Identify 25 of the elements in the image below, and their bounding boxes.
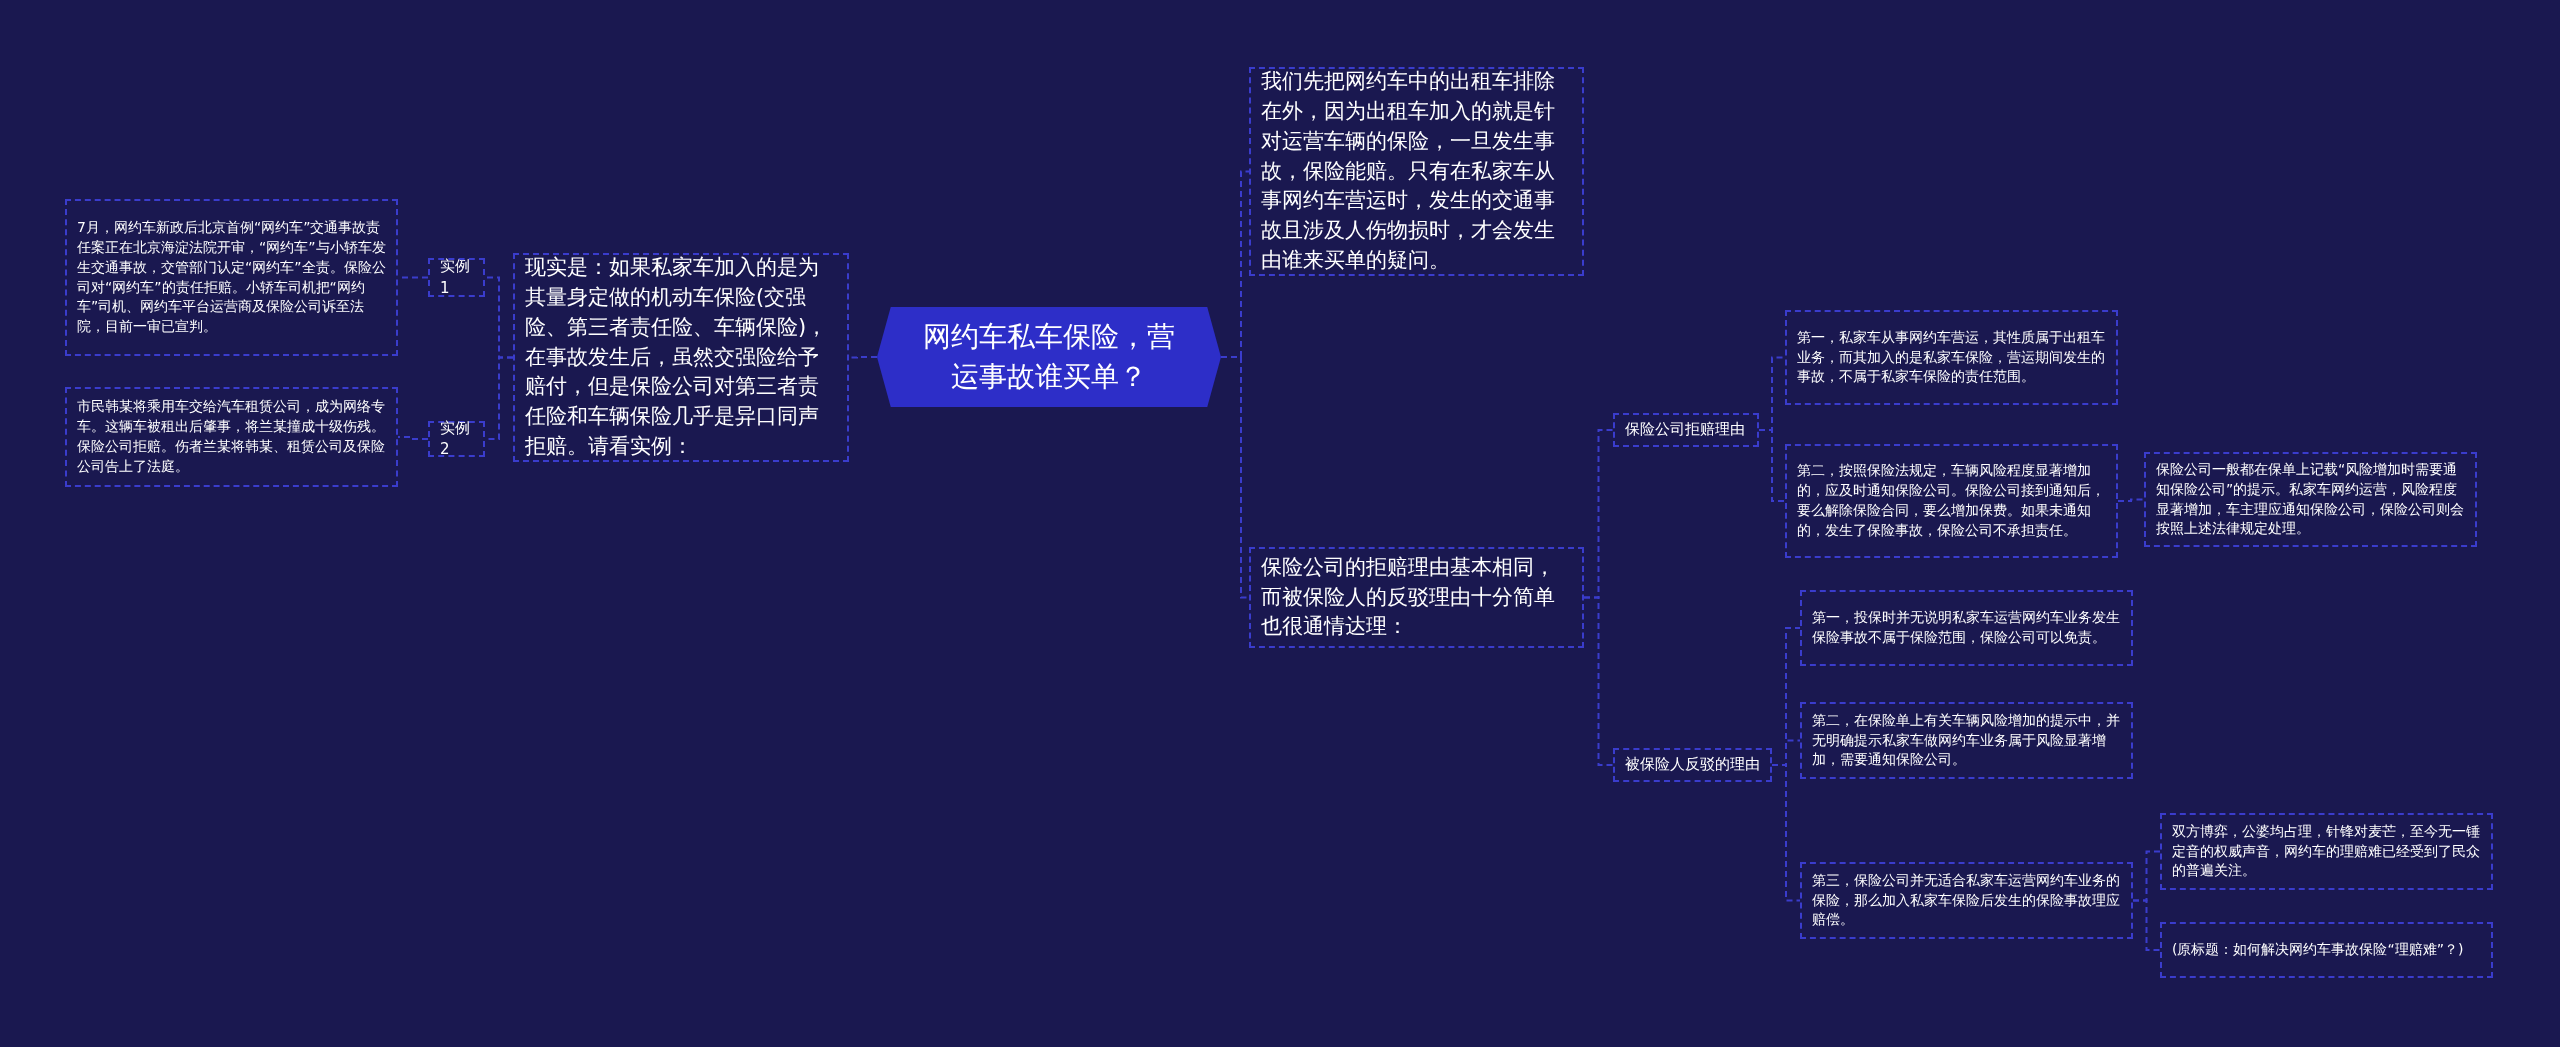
topic-box: (原标题：如何解决网约车事故保险“理赔难”？) [2160,922,2493,978]
topic-box: 保险公司拒赔理由 [1613,413,1759,447]
topic-box: 第一，私家车从事网约车营运，其性质属于出租车业务，而其加入的是私家车保险，营运期间发生的事故，不属于私家车保险的责任范围。 [1785,310,2118,405]
connector-line [2117,498,2145,502]
topic-box: 实例2 [428,421,485,457]
connector-line [397,436,429,440]
topic-box: 市民韩某将乘用车交给汽车租赁公司，成为网络专车。这辆车被租出后肇事，将兰某撞成十级伤残。保险公司拒赔。伤者兰某将韩某、租赁公司及保险公司告上了法庭。 [65,387,398,487]
topic-box: 双方博弈，公婆均占理，针锋对麦芒，至今无一锤定音的权威声音，网约车的理赔难已经受到了民众的普遍关注。 [2160,813,2493,890]
topic-box: 第二，按照保险法规定，车辆风险程度显著增加的，应及时通知保险公司。保险公司接到通知后，要么解除保险合同，要么增加保费。如果未通知的，发生了保险事故，保险公司不承担责任。 [1785,444,2118,558]
connector-line [1758,429,1786,502]
topic-box: 实例1 [428,258,485,297]
connector-line [1583,596,1614,766]
connector-line [2132,899,2161,951]
topic-box: 第一，投保时并无说明私家车运营网约车业务发生保险事故不属于保险范围，保险公司可以免责。 [1800,590,2133,666]
topic-box: 第二，在保险单上有关车辆风险增加的提示中，并无明确提示私家车做网约车业务属于风险显著增加，需要通知保险公司。 [1800,702,2133,779]
topic-box: 现实是：如果私家车加入的是为其量身定做的机动车保险(交强险、第三者责任险、车辆保险)，在事故发生后，虽然交强险给予赔付，但是保险公司对第三者责任险和车辆保险几乎是异口同声拒赔。请看实例： [513,253,849,462]
topic-box: 7月，网约车新政后北京首例“网约车”交通事故责任案正在北京海淀法院开审，“网约车”与小轿车发生交通事故，交管部门认定“网约车”全责。保险公司对“网约车”的责任拒赔。小轿车司机把“网约车”司机、网约车平台运营商及保险公司诉至法院，目前一审已宣判。 [65,199,398,356]
connector-line [1220,356,1250,599]
connector-line [1771,764,1801,902]
central-topic: 网约车私车保险，营运事故谁买单？ [877,307,1221,407]
topic-box: 被保险人反驳的理由 [1613,748,1772,782]
topic-box: 我们先把网约车中的出租车排除在外，因为出租车加入的就是针对运营车辆的保险，一旦发生事故，保险能赔。只有在私家车从事网约车营运时，发生的交通事故且涉及人伤物损时，才会发生由谁来买单的疑问。 [1249,67,1584,276]
topic-box: 第三，保险公司并无适合私家车运营网约车业务的保险，那么加入私家车保险后发生的保险事故理应赔偿。 [1800,862,2133,939]
topic-box: 保险公司的拒赔理由基本相同，而被保险人的反驳理由十分简单也很通情达理： [1249,547,1584,648]
topic-box: 保险公司一般都在保单上记载“风险增加时需要通知保险公司”的提示。私家车网约运营，风险程度显著增加，车主理应通知保险公司，保险公司则会按照上述法律规定处理。 [2144,452,2477,547]
